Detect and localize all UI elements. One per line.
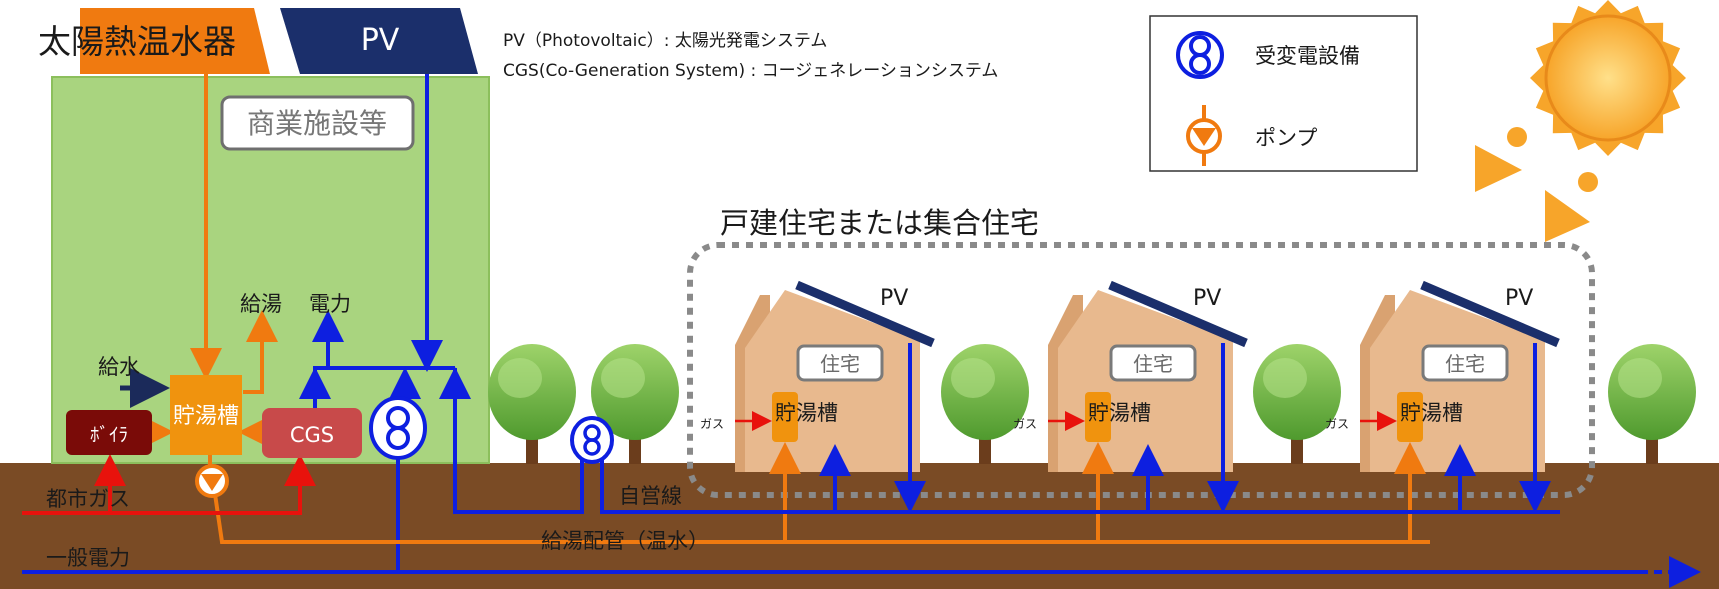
- water-supply-label: 給水: [98, 355, 140, 379]
- house-gas-label: ガス: [1013, 417, 1037, 431]
- pump-icon: [195, 464, 229, 498]
- house-name: 住宅: [820, 352, 860, 376]
- pv-panel: [795, 280, 935, 348]
- house-pv-label: PV: [880, 286, 908, 311]
- grid-power-label: 一般電力: [46, 546, 130, 570]
- trees: [488, 344, 1696, 464]
- tree-icon: [941, 344, 1029, 464]
- legend: 受変電設備 ポンプ: [1149, 15, 1418, 172]
- cgs-unit: CGS: [262, 408, 362, 458]
- legend-substation-label: 受変電設備: [1255, 44, 1360, 68]
- boiler: ﾎﾞｲﾗ: [66, 410, 152, 455]
- solar-thermal-label: 太陽熱温水器: [38, 22, 236, 61]
- house-name: 住宅: [1445, 352, 1485, 376]
- private-line-feed: [453, 368, 584, 514]
- house-pv-label: PV: [1193, 286, 1221, 311]
- hot-water-distribution: [213, 493, 1430, 544]
- house-tank-label: 貯湯槽: [775, 401, 838, 425]
- city-gas-label: 都市ガス: [46, 487, 130, 511]
- house-tank-label: 貯湯槽: [1088, 401, 1151, 425]
- hot-water-pipe-label: 給湯配管（温水）: [541, 529, 709, 553]
- tree-icon: [1253, 344, 1341, 464]
- house-storage-tank: [1397, 392, 1423, 442]
- storage-tank-label: 貯湯槽: [173, 404, 239, 429]
- house-storage-tank: [1085, 392, 1111, 442]
- house-name-box: [796, 344, 884, 382]
- legend-pump-label: ポンプ: [1255, 126, 1317, 150]
- house-gas-label: ガス: [1325, 417, 1349, 431]
- pv-banner: PV: [280, 8, 478, 74]
- private-substation-icon: [570, 416, 614, 464]
- cgs-label: CGS: [290, 423, 334, 447]
- power-out-label: 電力: [309, 292, 351, 316]
- pv-panel: [1420, 280, 1560, 348]
- house-pv-label: PV: [1505, 286, 1533, 311]
- pump-legend-icon: [1186, 105, 1222, 166]
- storage-tank: 貯湯槽: [170, 375, 242, 455]
- solar-thermal-banner: 太陽熱温水器: [38, 8, 270, 74]
- private-line-label: 自営線: [619, 484, 682, 508]
- note-pv: PV（Photovoltaic）: 太陽光発電システム: [503, 31, 827, 51]
- pv-banner-label: PV: [361, 23, 400, 58]
- sun-icon: [1475, 0, 1686, 242]
- house-name: 住宅: [1133, 352, 1173, 376]
- facility-title: 商業施設等: [247, 107, 387, 140]
- tree-icon: [1608, 344, 1696, 464]
- house-name-box: [1421, 344, 1509, 382]
- hot-water-out-label: 給湯: [240, 292, 282, 316]
- boiler-label: ﾎﾞｲﾗ: [90, 424, 128, 446]
- note-cgs: CGS(Co-Generation System) : コージェネレーションシス…: [503, 61, 998, 81]
- house-name-box: [1109, 344, 1197, 382]
- tree-icon: [488, 344, 576, 464]
- housing-group-title: 戸建住宅または集合住宅: [720, 206, 1039, 240]
- house-gas-label: ガス: [700, 417, 724, 431]
- pv-panel: [1108, 280, 1248, 348]
- house-storage-tank: [772, 392, 798, 442]
- hot-water-out-pipe: [243, 310, 278, 394]
- substation-legend-icon: [1176, 31, 1224, 79]
- facility-title-box: 商業施設等: [220, 95, 415, 151]
- house-tank-label: 貯湯槽: [1400, 401, 1463, 425]
- private-line: [600, 455, 1560, 514]
- housing-group-frame: [687, 242, 1595, 498]
- substation-icon: [369, 396, 427, 460]
- tree-icon: [591, 344, 679, 464]
